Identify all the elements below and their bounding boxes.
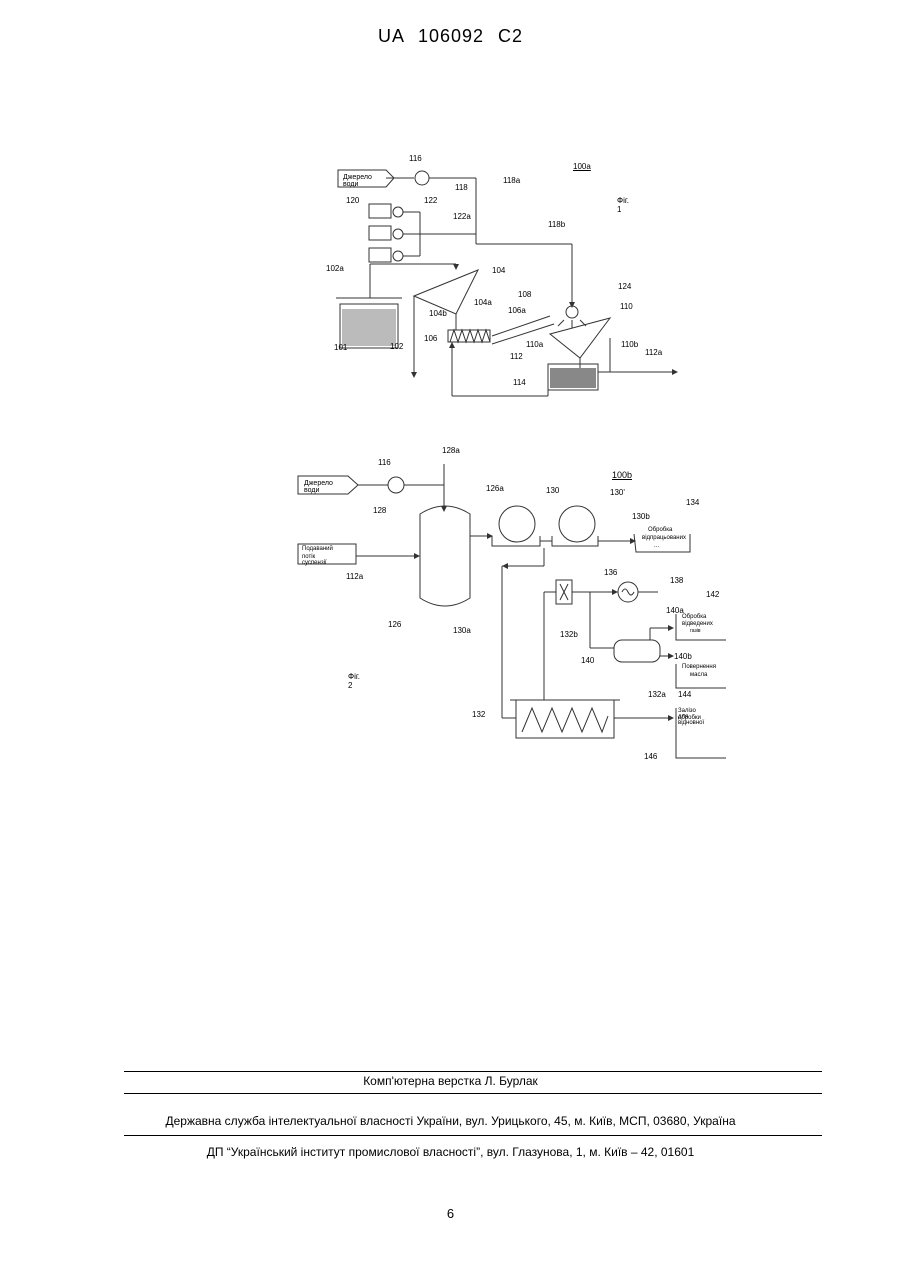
fig2-label-146: 146 xyxy=(644,752,657,761)
fig2-label-116: 116 xyxy=(378,458,391,467)
fig2-label-134: 134 xyxy=(686,498,699,507)
fig2-label-138: 138 xyxy=(670,576,683,585)
fig2-label-130: 130 xyxy=(546,486,559,495)
fig2-label-132a: 132a xyxy=(648,690,666,699)
fig2-gas-label-2: відведених xyxy=(682,621,713,627)
fig2-spent-label-1: Обробка xyxy=(648,527,672,533)
fig2-spent-label-3: ... xyxy=(654,543,659,549)
footer-rule-top xyxy=(124,1071,822,1072)
footer-rule-bottom xyxy=(124,1135,822,1136)
fig2-label-126: 126 xyxy=(388,620,401,629)
fig2-label-112a: 112a xyxy=(346,572,363,581)
page-number: 6 xyxy=(0,1206,901,1221)
fig2-spent-label-2: відпрацьованих xyxy=(642,535,686,541)
fig2-water-source-label: Джерело води xyxy=(304,480,333,494)
fig2-label-130a: 130a xyxy=(453,626,471,635)
fig2-caption: Фіг. 2 xyxy=(348,672,360,690)
fig2-label-140a: 140a xyxy=(666,606,684,615)
fig2-gas-label-1: Обробка xyxy=(682,614,706,620)
fig2-label-130p: 130' xyxy=(610,488,625,497)
fig2-solid-label-2: обробки xyxy=(678,715,701,721)
fig2-label-140b: 140b xyxy=(674,652,692,661)
fig2-label-140: 140 xyxy=(581,656,594,665)
footer-institute-address: ДП “Український інститут промислової вла… xyxy=(0,1145,901,1159)
fig2-label-142: 142 xyxy=(706,590,719,599)
footer-rule-middle xyxy=(124,1093,822,1094)
fig2-oil-label-1: Повернення xyxy=(682,664,716,670)
fig2-feed-label-1: Подаваний xyxy=(302,546,333,552)
footer-office-address: Державна служба інтелектуальної власност… xyxy=(0,1114,901,1128)
fig2-feed-label-2: потік суспензії xyxy=(302,554,327,566)
fig2-gas-label-3: газів xyxy=(690,628,701,634)
fig2-label-144: 144 xyxy=(678,690,691,699)
fig2-label-128: 128 xyxy=(373,506,386,515)
fig2-label-128a: 128a xyxy=(442,446,460,455)
fig2-label-130b: 130b xyxy=(632,512,650,521)
fig2-label-136: 136 xyxy=(604,568,617,577)
footer-layout-credit: Комп'ютерна верстка Л. Бурлак xyxy=(0,1074,901,1088)
fig2-label-126a: 126a xyxy=(486,484,504,493)
fig2-ref: 100b xyxy=(612,470,632,480)
fig2-label-132b: 132b xyxy=(560,630,578,639)
fig2-oil-label-2: масла xyxy=(690,672,707,678)
fig2-label-132: 132 xyxy=(472,710,485,719)
